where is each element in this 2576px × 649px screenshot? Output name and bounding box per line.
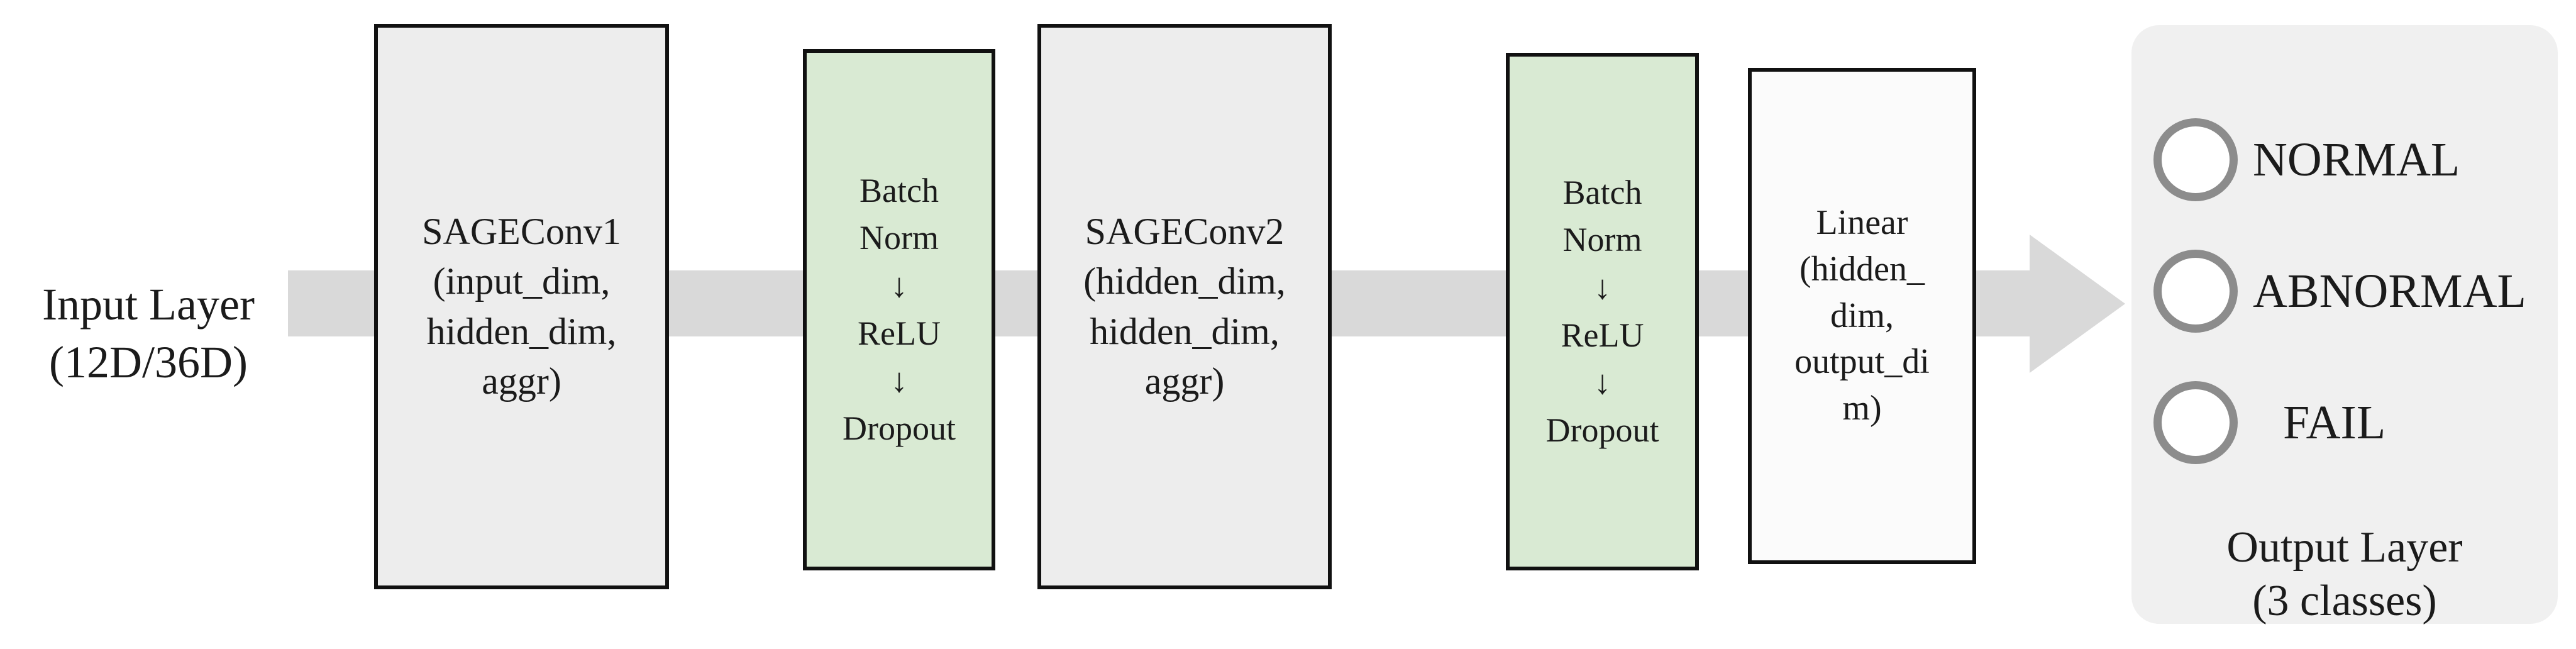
output-class-circle-icon: [2153, 250, 2238, 333]
linear-block-text: Linear (hidden_ dim, output_di m): [1794, 202, 1930, 428]
output-class-circle-icon: [2153, 381, 2238, 464]
input-layer-label: Input Layer (12D/36D): [0, 275, 297, 391]
output-class-row-normal: NORMAL: [2131, 116, 2460, 203]
sageconv1-block-text: SAGEConv1 (input_dim, hidden_dim, aggr): [422, 211, 621, 402]
input-layer-label-text: Input Layer (12D/36D): [42, 279, 255, 388]
batchnorm-relu-dropout-2-block: Batch Norm ↓ ReLU ↓ Dropout: [1506, 53, 1699, 570]
output-class-row-fail: FAIL: [2131, 379, 2385, 466]
batchnorm-relu-dropout-1-block: Batch Norm ↓ ReLU ↓ Dropout: [803, 49, 995, 570]
output-layer-caption: Output Layer (3 classes): [2131, 521, 2558, 628]
batchnorm-relu-dropout-1-text: Batch Norm ↓ ReLU ↓ Dropout: [843, 171, 956, 447]
sageconv2-block-text: SAGEConv2 (hidden_dim, hidden_dim, aggr): [1083, 211, 1286, 402]
output-class-label: ABNORMAL: [2253, 264, 2526, 318]
output-layer-panel: NORMAL ABNORMAL FAIL Output Layer (3 cla…: [2131, 25, 2558, 625]
output-class-circle-icon: [2153, 118, 2238, 201]
linear-block: Linear (hidden_ dim, output_di m): [1748, 68, 1976, 564]
output-layer-caption-text: Output Layer (3 classes): [2226, 523, 2463, 626]
sageconv1-block: SAGEConv1 (input_dim, hidden_dim, aggr): [374, 24, 669, 589]
output-class-label: FAIL: [2283, 396, 2386, 449]
batchnorm-relu-dropout-2-text: Batch Norm ↓ ReLU ↓ Dropout: [1545, 173, 1659, 449]
output-class-row-abnormal: ABNORMAL: [2131, 248, 2526, 335]
sageconv2-block: SAGEConv2 (hidden_dim, hidden_dim, aggr): [1037, 24, 1332, 589]
flow-arrow-head-icon: [2030, 235, 2125, 373]
output-class-label: NORMAL: [2253, 133, 2460, 186]
